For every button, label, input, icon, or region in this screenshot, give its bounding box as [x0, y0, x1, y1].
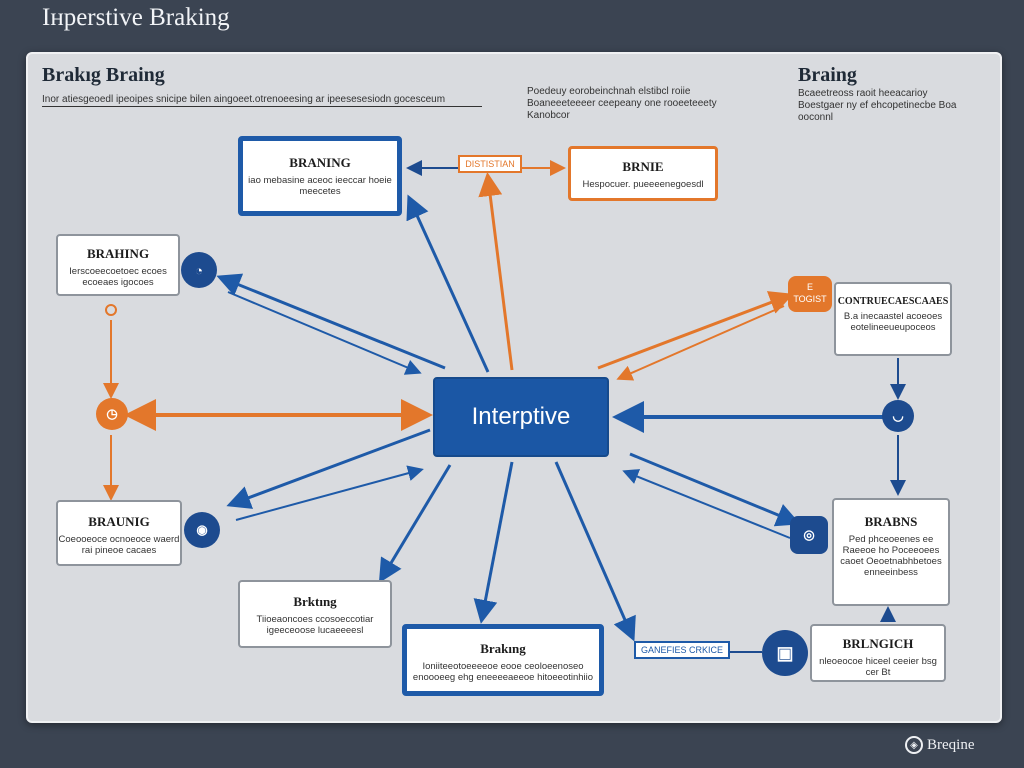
- node-title: BRAUNIG: [88, 514, 150, 529]
- node-top-middle[interactable]: BRNIE Hespocuer. pueeeenegoesdl: [568, 146, 718, 201]
- lock-icon: ▣: [762, 630, 808, 676]
- node-desc: Ped phceoeenes ee Raeeoe ho Poceeoees ca…: [840, 534, 942, 578]
- note-middle: Poedeuy eorobeinchnah elstibcl roiie Boa…: [527, 86, 717, 121]
- node-desc: Ierscoeecoetoec ecoes ecoeaes igocoes: [69, 266, 167, 288]
- node-right-upper[interactable]: CONTRUECAESCAAES B.a inecaastel acoeoes …: [834, 282, 952, 356]
- node-title: CONTRUECAESCAAES: [837, 296, 949, 307]
- subtitle-left: Inor atiesgeoedl ipeoipes snicipe bilen …: [42, 94, 482, 107]
- clock-icon: ◷: [96, 398, 128, 430]
- node-title: BRNIE: [622, 159, 664, 174]
- tag-bottom-center: GANEFIES CRKICE: [634, 641, 730, 659]
- eye-icon: ◡: [882, 400, 914, 432]
- node-top-left[interactable]: BRANING iao mebasine aceoc ieeccar hoeie…: [238, 136, 402, 216]
- node-desc: Hespocuer. pueeeenegoesdl: [582, 179, 704, 190]
- person-icon: ◉: [184, 512, 220, 548]
- node-desc: Ioniiteeotoeeeeoe eooe ceoloeenoseo enoo…: [412, 661, 594, 683]
- node-bottom-right[interactable]: BRLNGICH nleoeocoe hiceel ceeier bsg cer…: [810, 624, 946, 682]
- node-left-upper[interactable]: BRAHING Ierscoeecoetoec ecoes ecoeaes ig…: [56, 234, 180, 296]
- node-bottom-center[interactable]: Brakıng Ioniiteeotoeeeeoe eooe ceoloeeno…: [402, 624, 604, 696]
- node-left-lower[interactable]: BRAUNIG Coeooeoce ocnoeoce waerd rai pin…: [56, 500, 182, 566]
- brand-logo-icon: ◈: [905, 736, 923, 754]
- page-title: Iнperstive Braking: [42, 4, 230, 31]
- node-bottom-left[interactable]: Brktıng Tiioeaoncoes ccosoeccotiar igeec…: [238, 580, 392, 648]
- node-desc: nleoeocoe hiceel ceeier bsg cer Bt: [819, 656, 937, 678]
- brand-logo: ◈ Breqine: [905, 736, 974, 754]
- node-title: BRLNGICH: [842, 636, 914, 651]
- note-right: Bcaeetreoss raoit heeacarioy Boestgaer n…: [798, 88, 957, 123]
- center-node[interactable]: Interptive: [433, 377, 609, 457]
- node-desc: Coeooeoce ocnoeoce waerd rai pineoe caca…: [58, 534, 180, 556]
- node-desc: iao mebasine aceoc ieeccar hoeie meecete…: [248, 175, 392, 197]
- node-title: Brktıng: [293, 594, 337, 609]
- node-right-lower[interactable]: BRABNS Ped phceoeenes ee Raeeoe ho Pocee…: [832, 498, 950, 606]
- gauge-icon: ◔: [181, 252, 217, 288]
- brand-name: Breqine: [927, 736, 975, 753]
- node-title: BRANING: [289, 155, 351, 170]
- heading-right: Braing: [798, 64, 857, 86]
- tag-top-middle: DISTISTIAN: [458, 155, 522, 173]
- car-icon: ◎: [790, 516, 828, 554]
- node-title: BRABNS: [864, 514, 918, 529]
- node-desc: B.a inecaastel acoeoes eotelineeueupoceo…: [843, 311, 943, 333]
- node-desc: Tiioeaoncoes ccosoeccotiar igeeceoose lu…: [256, 614, 374, 636]
- node-title: BRAHING: [86, 246, 150, 261]
- node-title: Brakıng: [480, 641, 526, 656]
- heading-left: Brakıg Braing: [42, 64, 165, 86]
- badge-right: E TOGIST: [788, 276, 832, 312]
